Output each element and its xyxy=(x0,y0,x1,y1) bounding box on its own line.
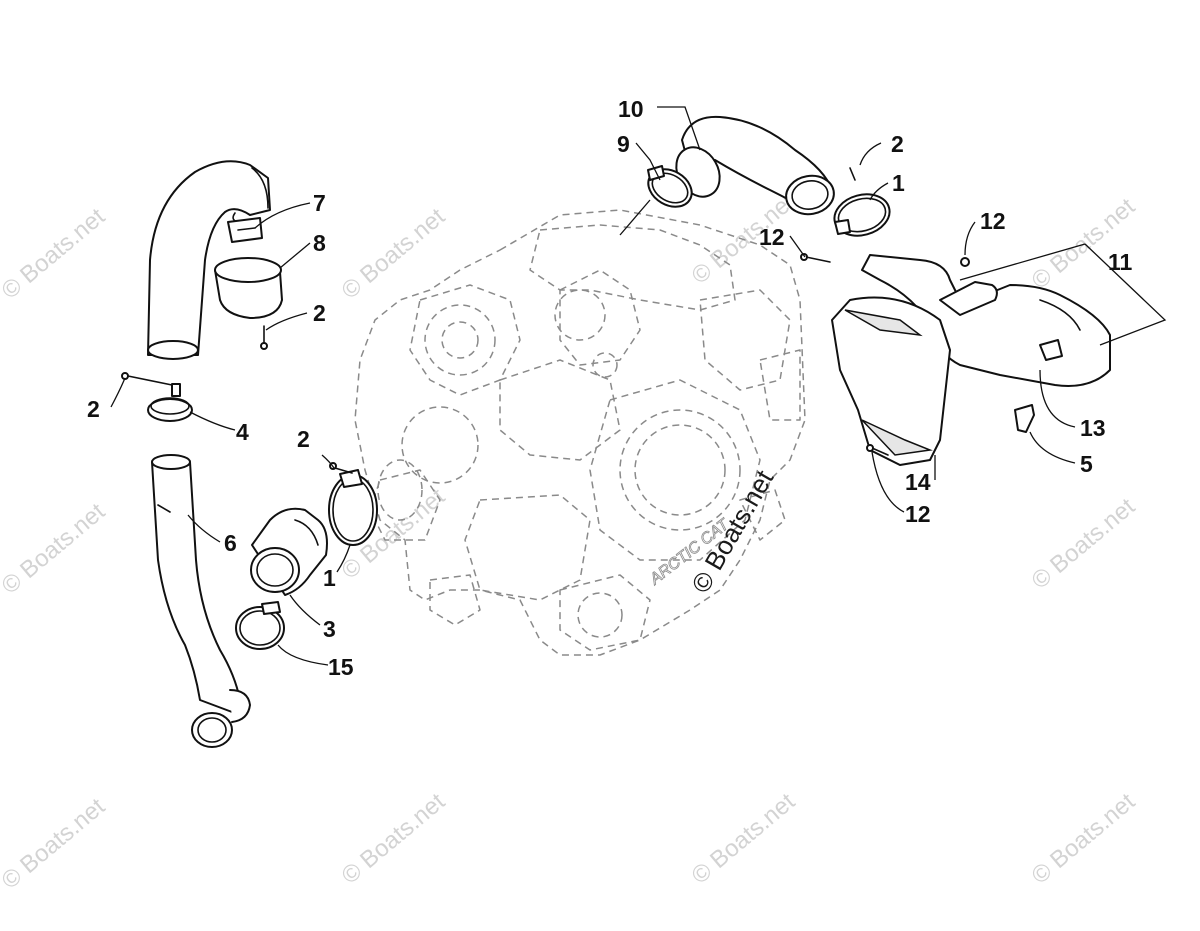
watermark-text: © Boats.net xyxy=(1027,193,1141,295)
tube-part-6 xyxy=(151,454,251,748)
leader-lines xyxy=(110,106,1167,666)
callout-2: 2 xyxy=(87,396,100,422)
callout-12: 12 xyxy=(759,224,785,250)
callout-2: 2 xyxy=(297,426,310,452)
watermark-text: © Boats.net xyxy=(1027,788,1141,890)
watermark-dark: © Boats.net xyxy=(685,464,779,598)
callout-12: 12 xyxy=(980,208,1006,234)
clamp-part-1-upper xyxy=(833,167,891,237)
rivet-part-5 xyxy=(1014,404,1035,433)
callout-1: 1 xyxy=(323,565,336,591)
clamp-part-1 xyxy=(328,462,378,546)
elbow-duct xyxy=(147,160,271,360)
callout-15: 15 xyxy=(328,654,354,680)
callout-2: 2 xyxy=(891,131,904,157)
clip-part-7 xyxy=(227,217,263,243)
coupler-part-3 xyxy=(250,507,328,596)
callout-2: 2 xyxy=(313,300,326,326)
callout-11: 11 xyxy=(1108,249,1133,275)
callout-10: 10 xyxy=(618,96,644,122)
watermark-text: © Boats.net xyxy=(1027,493,1141,595)
callout-labels: 10 9 2 1 12 12 11 7 8 2 2 4 2 6 1 3 15 1… xyxy=(87,96,1133,680)
callout-1: 1 xyxy=(892,170,905,196)
callout-5: 5 xyxy=(1080,451,1093,477)
watermark-text: © Boats.net xyxy=(0,203,110,305)
shroud-part-14 xyxy=(831,296,951,466)
shroud-part-8 xyxy=(214,257,283,319)
callout-4: 4 xyxy=(236,419,249,445)
clamp-ring-part-4 xyxy=(121,372,193,422)
callout-8: 8 xyxy=(313,230,326,256)
clamp-part-15 xyxy=(235,601,285,650)
watermark-text: © Boats.net xyxy=(337,788,451,890)
callout-13: 13 xyxy=(1080,415,1106,441)
callout-14: 14 xyxy=(905,469,931,495)
watermark-text: © Boats.net xyxy=(0,498,110,600)
screw xyxy=(260,325,268,350)
engine-outline: ARCTIC CAT xyxy=(354,209,806,656)
engine-inlet xyxy=(377,459,423,521)
callout-6: 6 xyxy=(224,530,237,556)
callout-7: 7 xyxy=(313,190,326,216)
duct-part-10 xyxy=(675,115,835,216)
callout-3: 3 xyxy=(323,616,336,642)
watermark-text: © Boats.net xyxy=(687,788,801,890)
watermark-text: © Boats.net xyxy=(337,203,451,305)
callout-9: 9 xyxy=(617,131,630,157)
callout-12: 12 xyxy=(905,501,931,527)
watermark-text: © Boats.net xyxy=(0,793,110,895)
